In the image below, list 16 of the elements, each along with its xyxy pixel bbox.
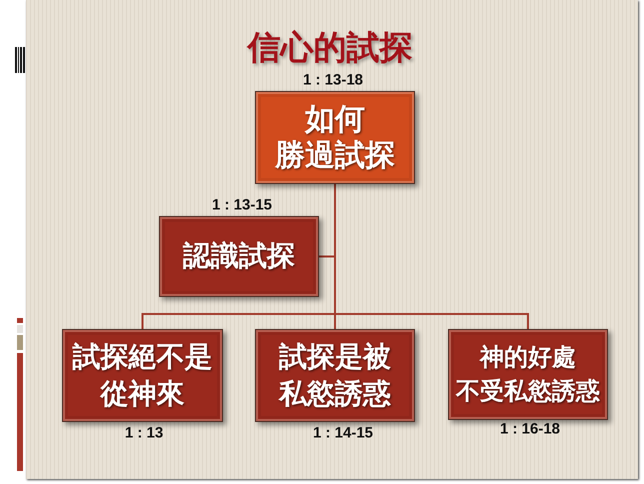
reference-label: 1 : 13	[124, 426, 164, 440]
connector-line	[142, 313, 335, 329]
reference-label: 1 : 14-15	[312, 426, 374, 440]
org-box: 神的好處不受私慾誘惑	[448, 329, 608, 420]
title: 信心的試探	[248, 30, 412, 64]
connector-line	[319, 256, 335, 258]
reference-label: 1 : 13-18	[302, 72, 364, 88]
org-box: 如何勝過試探	[255, 91, 415, 184]
reference-label: 1 : 13-15	[212, 198, 272, 212]
connector-line	[334, 184, 336, 314]
connector-line	[335, 313, 529, 329]
reference-label: 1 : 16-18	[500, 422, 560, 436]
connector-line	[334, 313, 336, 329]
org-box: 試探絕不是從神來	[62, 329, 223, 422]
org-box: 試探是被私慾誘惑	[255, 329, 415, 422]
org-box: 認識試探	[159, 216, 319, 297]
